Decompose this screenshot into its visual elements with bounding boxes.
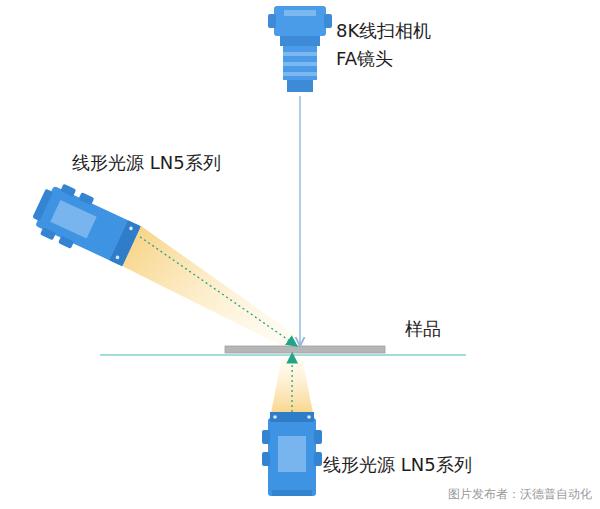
light-path-arrow (291, 353, 293, 412)
light-path-arrow (140, 237, 297, 346)
light-beam (122, 226, 312, 347)
line-scan-camera (268, 6, 332, 92)
watermark: 图片发布者：沃德普自动化 (448, 487, 592, 501)
line-light-source (262, 412, 322, 496)
node-label: 线形光源 LN5系列 (323, 454, 472, 476)
node-label: 8K线扫相机 (336, 20, 431, 42)
sample-node: 样品 (225, 346, 385, 353)
light-node: 线形光源 LN5系列 (36, 186, 140, 268)
light-node: 线形光源 LN5系列 (265, 412, 319, 498)
light-path-arrow (299, 96, 300, 346)
node-label: 样品 (405, 318, 441, 340)
camera-node: 8K线扫相机FA镜头 (270, 4, 330, 96)
node-label: FA镜头 (336, 48, 393, 70)
line-light-source (27, 178, 143, 272)
stage-line (100, 354, 466, 356)
node-label: 线形光源 LN5系列 (72, 152, 221, 174)
sample-plate (225, 346, 385, 353)
